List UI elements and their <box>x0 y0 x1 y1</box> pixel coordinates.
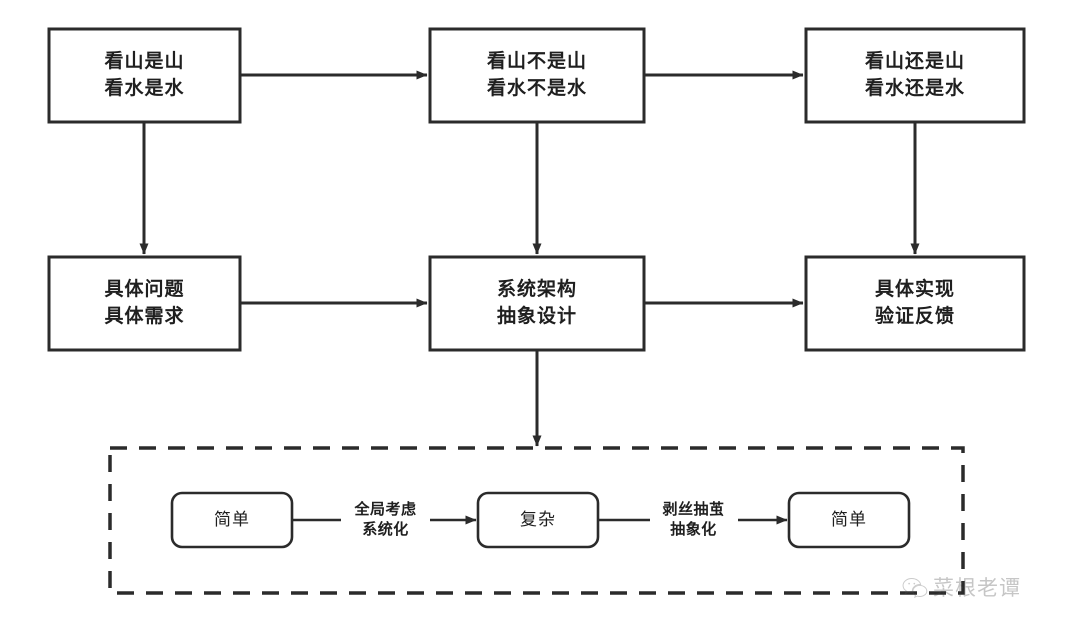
stage-box-s2[interactable] <box>428 27 646 124</box>
stage-box-s6-hit[interactable] <box>806 257 1024 350</box>
stage-box-s1-hit[interactable] <box>49 29 240 122</box>
stage-box-s2-hit[interactable] <box>430 29 644 122</box>
stage-box-s5-hit[interactable] <box>430 257 644 350</box>
watermark-text: 菜根老谭 <box>933 576 1021 600</box>
stage-box-s4-hit[interactable] <box>49 257 240 350</box>
stage-box-s6[interactable] <box>804 255 1026 352</box>
round-box-r3-hit[interactable] <box>789 493 909 547</box>
stage-box-s1[interactable] <box>47 27 242 124</box>
wechat-icon <box>902 576 928 599</box>
watermark: 菜根老谭 <box>902 572 1021 602</box>
round-box-r1-hit[interactable] <box>172 493 292 547</box>
round-box-r2-hit[interactable] <box>478 493 598 547</box>
dashed-group-boundary <box>108 446 965 595</box>
round-box-r3[interactable] <box>787 491 911 549</box>
stage-box-s3-hit[interactable] <box>806 29 1024 122</box>
